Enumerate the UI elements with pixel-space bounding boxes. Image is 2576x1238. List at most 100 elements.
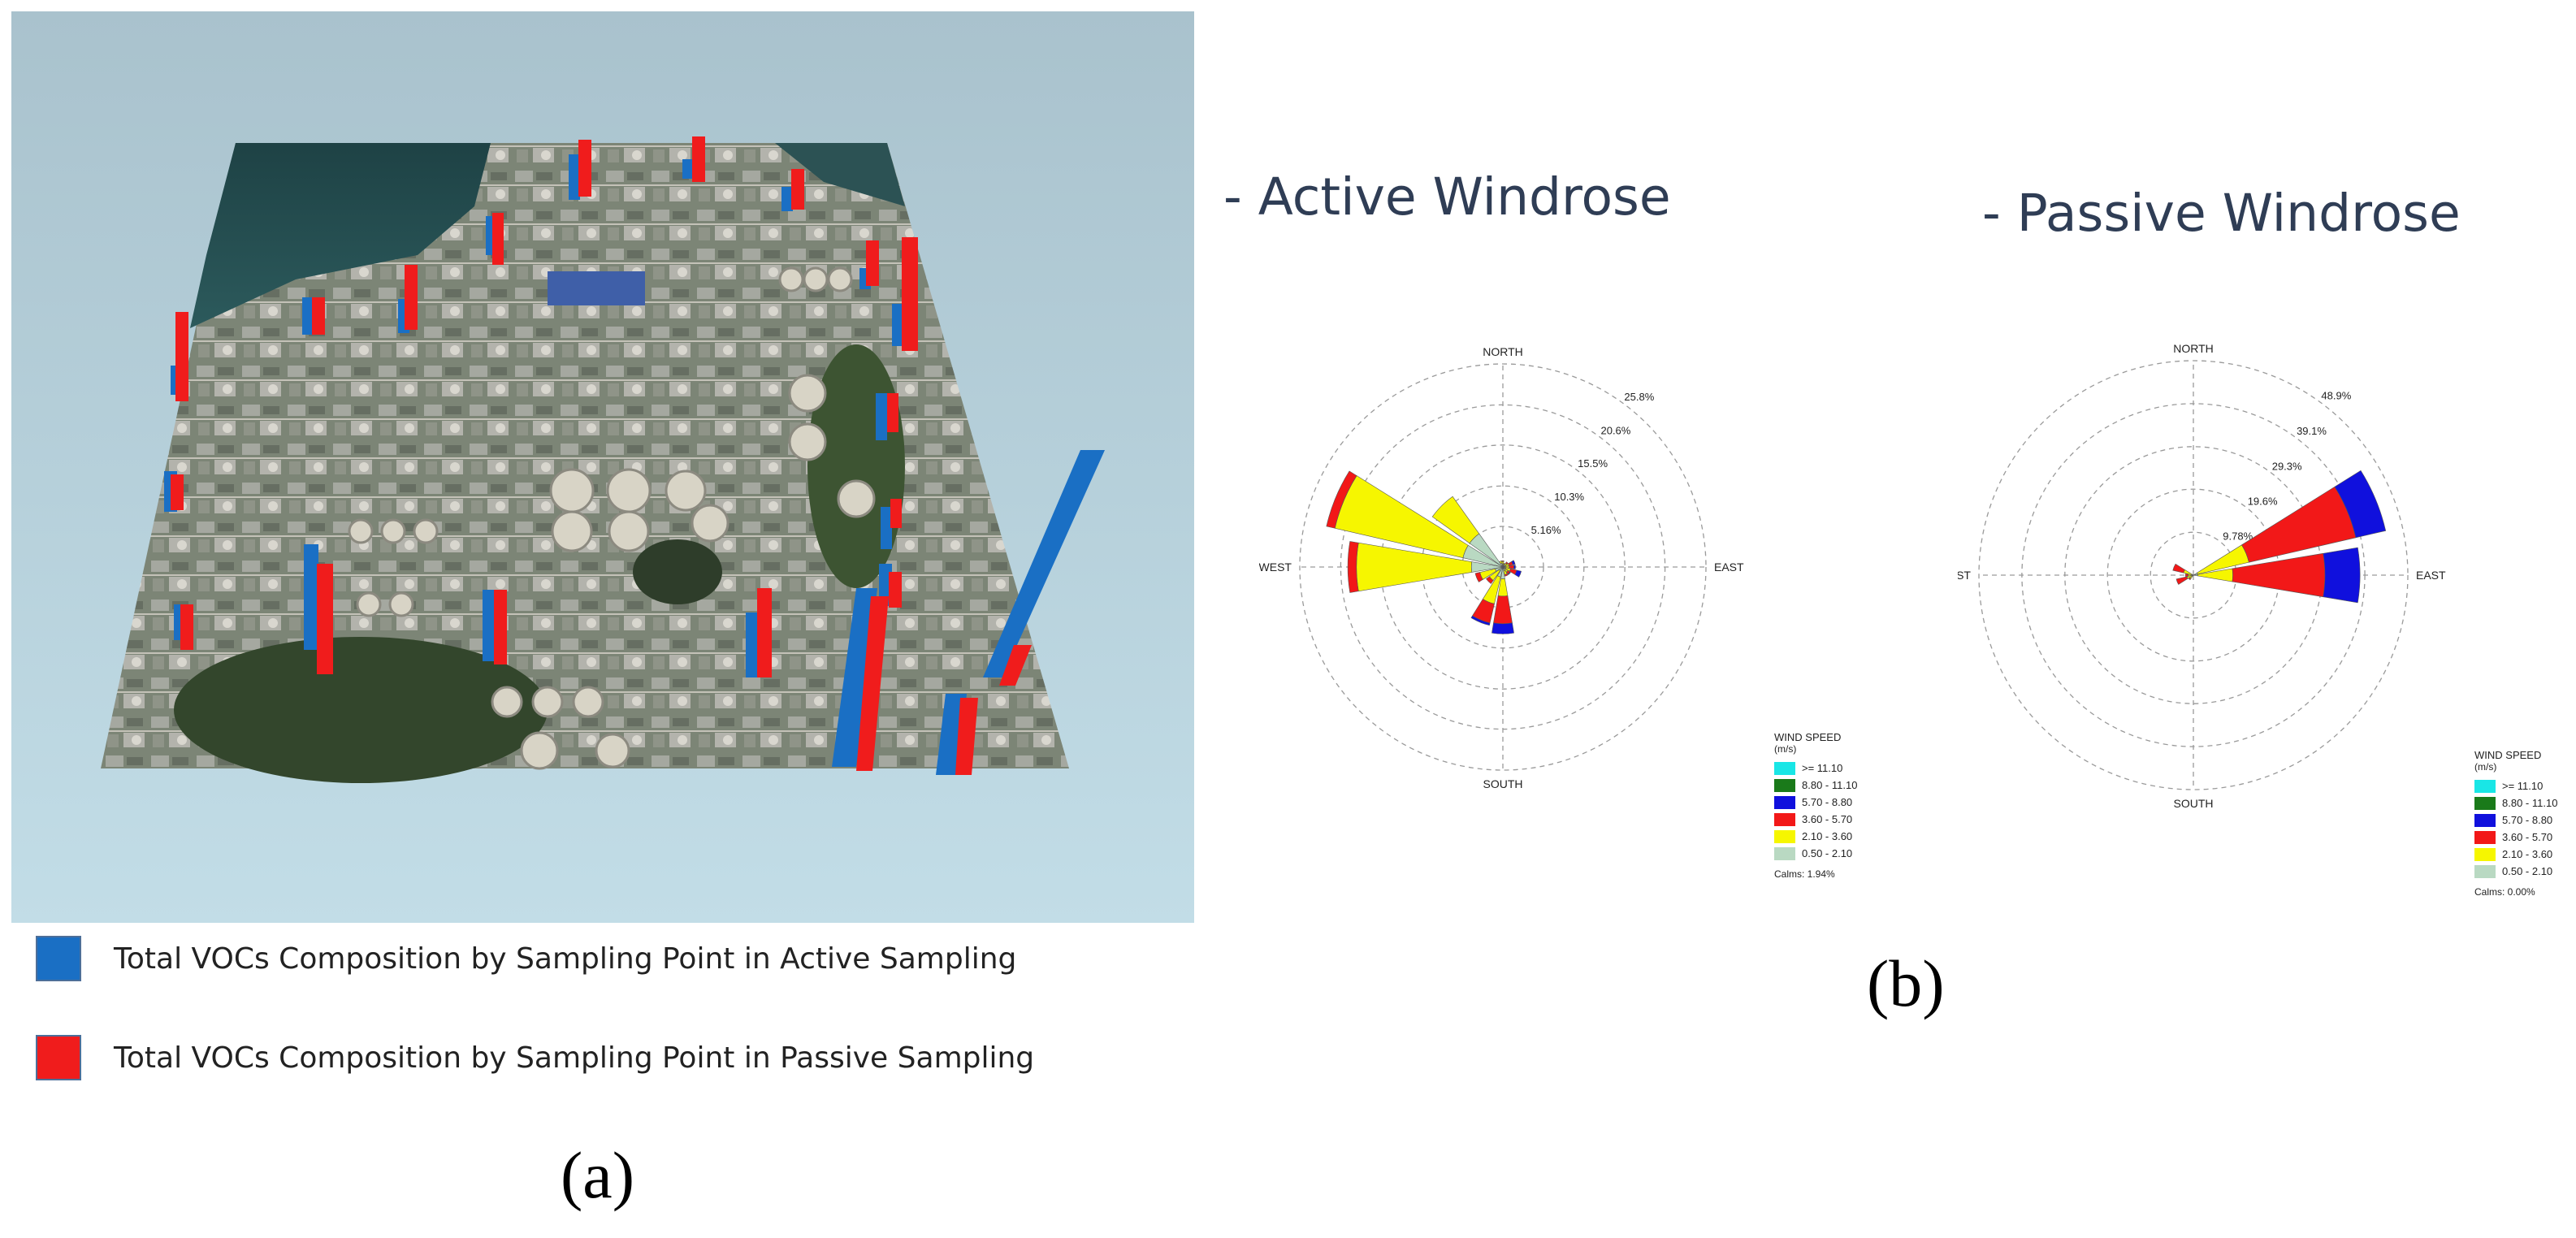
windrose-legend-label: 8.80 - 11.10 (1802, 779, 1858, 791)
sampling-bar-group (398, 265, 418, 333)
windrose-legend-item: 0.50 - 2.10 (1774, 845, 1857, 862)
windrose-legend-swatch (2474, 779, 2496, 793)
windrose-petal-segment (1504, 561, 1509, 565)
legend-label-active: Total VOCs Composition by Sampling Point… (114, 941, 1017, 976)
windrose-petal-segment (2323, 547, 2361, 604)
panel-a-map-svg (11, 11, 1194, 923)
windrose-legend-swatch (1774, 761, 1795, 775)
windrose-petal-segment (2183, 569, 2193, 575)
windrose-legend-label: >= 11.10 (1802, 762, 1843, 774)
windrose-legend-item: 3.60 - 5.70 (1774, 811, 1857, 828)
windrose-petal-segment (2184, 574, 2189, 577)
sampling-bar-group (892, 237, 918, 351)
panel-a-label: (a) (561, 1138, 635, 1212)
windrose-ring-label: 9.78% (2223, 530, 2253, 543)
sampling-bar-passive-east (999, 645, 1032, 686)
windrose-calms-label: Calms: 1.94% (1774, 868, 1835, 880)
windrose-legend-label: 2.10 - 3.60 (2502, 848, 2553, 860)
sampling-bar-group (164, 471, 184, 512)
windrose-legend-title: WIND SPEED (2474, 749, 2542, 761)
windrose-legend-item: >= 11.10 (1774, 760, 1857, 777)
map-sea-area (190, 143, 491, 328)
windrose-ring-label: 5.16% (1531, 524, 1561, 536)
windrose-legend-item: >= 11.10 (2474, 777, 2557, 794)
windrose-legend-item: 5.70 - 8.80 (1774, 794, 1857, 811)
windrose-legend-item: 8.80 - 11.10 (2474, 794, 2557, 812)
legend-label-passive: Total VOCs Composition by Sampling Point… (114, 1041, 1035, 1075)
windrose-petal-segment (1474, 572, 1483, 582)
windrose-ring-label: 29.3% (2272, 460, 2302, 472)
windrose-legend-label: 5.70 - 8.80 (1802, 796, 1853, 808)
sampling-bar-group (682, 136, 705, 182)
windrose-legend-item: 0.50 - 2.10 (2474, 863, 2557, 880)
sampling-bar-group (569, 140, 591, 200)
sampling-bar-group (171, 312, 188, 401)
sampling-bar-group (302, 297, 325, 335)
windrose-petal-segment (1486, 576, 1494, 584)
windrose-ring-label: 15.5% (1578, 457, 1608, 470)
sampling-bar-active-tall (832, 588, 877, 767)
windrose-direction-label: NORTH (1483, 345, 1523, 358)
windrose-legend-item: 8.80 - 11.10 (1774, 777, 1857, 794)
windrose-ring-label: 19.6% (2248, 495, 2278, 507)
windrose-legend-swatch (2474, 847, 2496, 861)
windrose-ring-label: 48.9% (2321, 390, 2351, 402)
windrose-petal-segment (1507, 571, 1511, 575)
windrose-direction-label: SOUTH (1483, 777, 1523, 790)
windrose-legend-swatch (1774, 812, 1795, 826)
windrose-legend-label: 3.60 - 5.70 (2502, 831, 2553, 843)
windrose-legend-item: 3.60 - 5.70 (2474, 829, 2557, 846)
map-storage-tanks (348, 266, 876, 770)
windrose-ring-label: 20.6% (1600, 424, 1630, 436)
windrose-legend-item: 5.70 - 8.80 (2474, 812, 2557, 829)
sampling-bar-passive-tall (856, 596, 889, 771)
windrose-petal-segment (2172, 563, 2185, 574)
windrose-direction-label: SOUTH (2174, 797, 2214, 810)
windrose-petal-segment (1509, 565, 1514, 569)
panel-a-map-figure (11, 11, 1194, 923)
legend-swatch-passive (36, 1035, 81, 1080)
active-windrose-legend: WIND SPEED(m/s) >= 11.10 8.80 - 11.10 5.70 … (1774, 731, 1857, 880)
windrose-legend-swatch (1774, 846, 1795, 860)
windrose-petal-segment (2176, 576, 2189, 585)
sampling-bar-group (174, 604, 193, 650)
map-pond (633, 539, 722, 604)
windrose-legend-swatch (1774, 829, 1795, 843)
active-windrose-title: - Active Windrose (1223, 167, 1671, 227)
windrose-direction-label: WEST (1958, 569, 1971, 582)
windrose-legend-label: 5.70 - 8.80 (2502, 814, 2553, 826)
windrose-petal-segment (1493, 595, 1513, 625)
windrose-legend-item: 2.10 - 3.60 (1774, 828, 1857, 845)
windrose-petal-segment (1470, 615, 1491, 626)
windrose-legend-unit: (m/s) (1774, 743, 1797, 755)
windrose-ring (1978, 360, 2409, 790)
windrose-petal-segment (1326, 470, 1357, 529)
windrose-ring-label: 25.8% (1624, 391, 1654, 403)
windrose-legend-swatch (1774, 778, 1795, 792)
windrose-legend-label: 2.10 - 3.60 (1802, 830, 1853, 842)
windrose-ring (1299, 363, 1707, 771)
windrose-petal-segment (1511, 560, 1516, 565)
map-blue-building (548, 271, 645, 305)
windrose-direction-label: EAST (2416, 569, 2446, 582)
windrose-direction-label: EAST (1714, 561, 1744, 574)
panel-b-label: (b) (1867, 946, 1945, 1020)
map-forest-south (174, 637, 548, 783)
sampling-bar-group (486, 213, 504, 265)
windrose-legend-label: 0.50 - 2.10 (2502, 865, 2553, 877)
sampling-bar-passive-se (955, 698, 978, 775)
windrose-legend-swatch (2474, 830, 2496, 844)
windrose-legend-label: 3.60 - 5.70 (1802, 813, 1853, 825)
windrose-petal-segment (1504, 573, 1509, 577)
sampling-bar-active-tallest (983, 450, 1105, 677)
windrose-legend-title: WIND SPEED (1774, 731, 1842, 743)
windrose-legend-label: 0.50 - 2.10 (1802, 847, 1853, 859)
windrose-legend-unit: (m/s) (2474, 761, 2497, 773)
windrose-legend-swatch (2474, 864, 2496, 878)
windrose-petal-segment (1513, 565, 1516, 569)
windrose-petal-segment (1491, 622, 1514, 634)
sampling-bar-group (304, 544, 333, 674)
legend-swatch-active (36, 936, 81, 981)
legend-item-passive: Total VOCs Composition by Sampling Point… (36, 1035, 1034, 1080)
